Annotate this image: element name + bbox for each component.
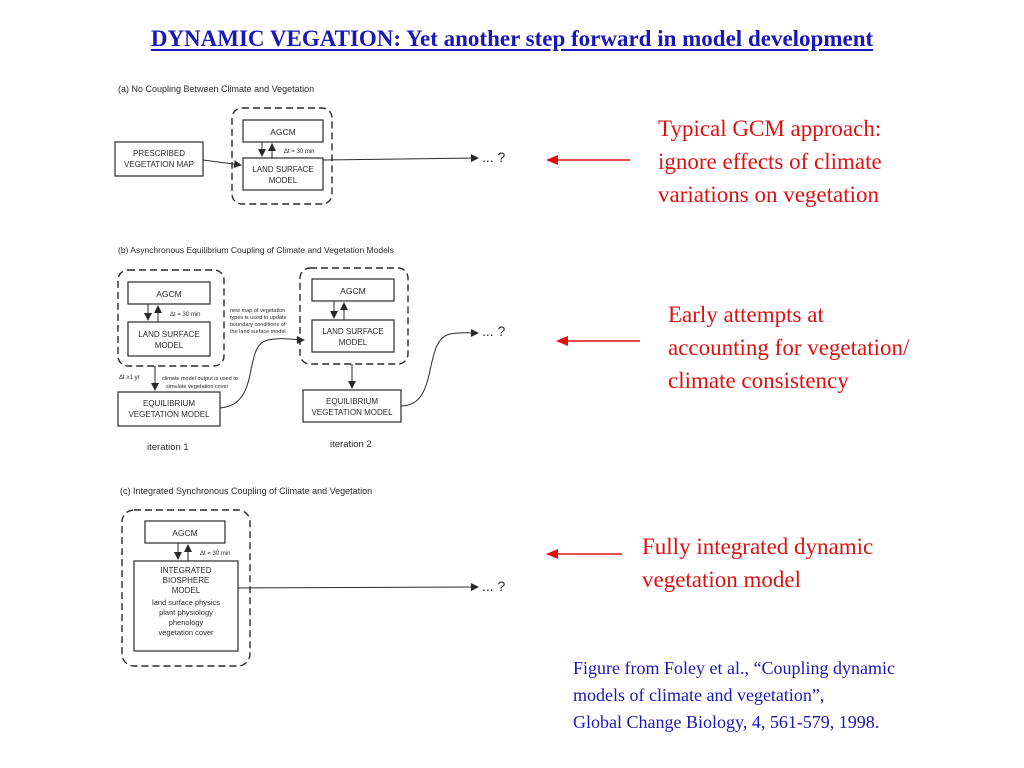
- panel-b-climate-output-note-2: simulate vegetation cover: [166, 384, 229, 390]
- panel-a-output-arrow: [322, 154, 479, 163]
- panel-b-dashed-frame-1: [117, 269, 225, 367]
- panel-b-agcm-label-1: AGCM: [156, 289, 182, 299]
- panel-a-prescribed-map-label-2: VEGETATION MAP: [124, 160, 194, 169]
- panel-a-prescribed-map-label: PRESCRIBED: [133, 149, 185, 158]
- panel-c-integrated-biosphere-box: [133, 560, 239, 652]
- panel-c-outcome: ... ?: [482, 578, 506, 594]
- panel-b-coupling-curve: [219, 335, 305, 409]
- note-arrow-2-head: [556, 336, 568, 346]
- panel-b-outcome: ... ?: [482, 323, 506, 339]
- panel-a-prescribed-map-box: [114, 141, 204, 177]
- panel-b-equilibrium-label-2b: VEGETATION MODEL: [311, 408, 393, 417]
- panel-b-equilibrium-label-1b: VEGETATION MODEL: [128, 410, 210, 419]
- panel-c-caption: (c) Integrated Synchronous Coupling of C…: [120, 486, 372, 496]
- panel-b-dashed-frame-2: [299, 267, 409, 365]
- panel-c-agcm-label: AGCM: [172, 528, 198, 538]
- panel-b-new-map-note-3: boundary conditions of: [230, 322, 286, 328]
- panel-b-new-map-note: new map of vegetation: [230, 308, 285, 314]
- panel-b: (b) Asynchronous Equilibrium Coupling of…: [117, 245, 506, 453]
- panel-b-interval: Δt ≥1 yr: [119, 375, 140, 381]
- panel-c-ibm-component-4: vegetation cover: [158, 628, 214, 637]
- panel-b-land-surface-label-1b: MODEL: [155, 341, 184, 350]
- panel-b-caption: (b) Asynchronous Equilibrium Coupling of…: [118, 245, 394, 255]
- panel-b-land-surface-label-2: LAND SURFACE: [322, 327, 383, 336]
- panel-a-map-to-model-arrow: [202, 159, 242, 169]
- panel-b-agcm-label-2: AGCM: [340, 286, 366, 296]
- panel-b-timestep-1: Δt = 30 min: [170, 312, 201, 318]
- panel-a-land-surface-label-2: MODEL: [269, 176, 298, 185]
- panel-b-new-map-note-4: the land surface model: [230, 329, 286, 335]
- note-fully-integrated: Fully integrated dynamic vegetation mode…: [642, 534, 874, 592]
- panel-c-ibm-label-2: BIOSPHERE: [163, 576, 210, 585]
- panel-a-caption: (a) No Coupling Between Climate and Vege…: [118, 84, 314, 94]
- note-arrow-3-head: [546, 549, 558, 559]
- panel-a-dashed-frame: [231, 107, 333, 205]
- note-typical-gcm: Typical GCM approach: ignore effects of …: [658, 116, 882, 207]
- panel-a-outcome: ... ?: [482, 149, 506, 165]
- panel-a-agcm-box: [242, 119, 324, 143]
- panel-c: (c) Integrated Synchronous Coupling of C…: [120, 486, 506, 667]
- panel-b-land-surface-box-1: [127, 321, 211, 357]
- panel-c-ibm-label-3: MODEL: [172, 586, 201, 595]
- panel-b-climate-output-note: climate model output is used to: [162, 376, 238, 382]
- slide-title: DYNAMIC VEGATION: Yet another step forwa…: [150, 26, 874, 51]
- panel-c-ibm-label-1: INTEGRATED: [161, 566, 212, 575]
- panel-c-timestep: Δt = 30 min: [200, 551, 231, 557]
- panel-b-equilibrium-box-2: [302, 389, 402, 423]
- note-arrows: [546, 155, 640, 559]
- panel-b-equilibrium-label-2: EQUILIBRIUM: [326, 397, 378, 406]
- panel-c-output-arrow: [237, 583, 479, 592]
- panel-b-output-curve: [400, 328, 479, 407]
- panel-b-agcm-box-2: [311, 278, 395, 302]
- panel-b-equilibrium-label-1: EQUILIBRIUM: [143, 399, 195, 408]
- panel-a: (a) No Coupling Between Climate and Vege…: [114, 84, 506, 205]
- panel-b-new-map-note-2: types is used to update: [230, 315, 287, 321]
- panel-b-iteration-1: iteration 1: [147, 442, 189, 453]
- note-early-attempts: Early attempts at accounting for vegetat…: [668, 302, 910, 393]
- panel-a-land-surface-label: LAND SURFACE: [252, 165, 313, 174]
- panel-a-land-surface-box: [242, 157, 324, 191]
- panel-a-agcm-label: AGCM: [270, 127, 296, 137]
- panel-b-equilibrium-box-1: [117, 391, 221, 427]
- panel-c-ibm-component-3: phenology: [169, 618, 204, 627]
- figure-citation: Figure from Foley et al., “Coupling dyna…: [573, 658, 895, 732]
- panel-c-ibm-component-2: plant physiology: [159, 608, 213, 617]
- panel-b-agcm-box-1: [127, 281, 211, 305]
- panel-a-timestep: Δt = 30 min: [284, 149, 315, 155]
- note-arrow-1-head: [546, 155, 558, 165]
- panel-b-land-surface-label-1: LAND SURFACE: [138, 330, 199, 339]
- panel-c-agcm-box: [144, 520, 226, 544]
- panel-b-land-surface-box-2: [311, 319, 395, 353]
- panel-b-iteration-2: iteration 2: [330, 439, 372, 450]
- panel-c-ibm-component-1: land surface physics: [152, 598, 220, 607]
- panel-b-land-surface-label-2b: MODEL: [339, 338, 368, 347]
